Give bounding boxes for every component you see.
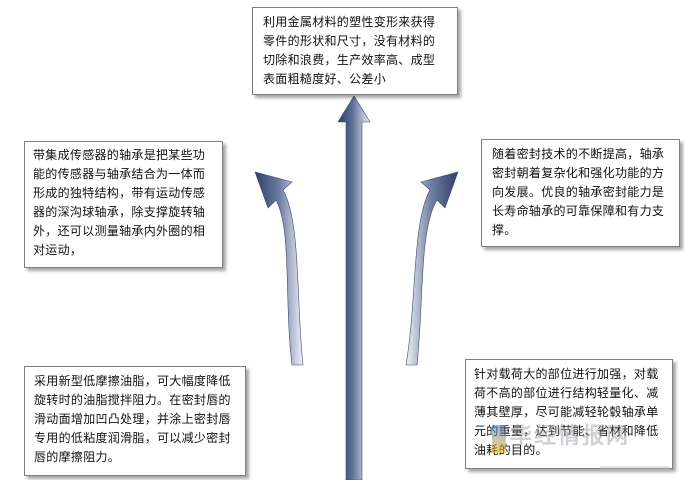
left-curved-arrow [254, 171, 304, 366]
top-text: 利用金属材料的塑性变形来获得零件的形状和尺寸，没有材料的切除和浪费，生产效率高、… [263, 15, 436, 86]
left-lower-text: 采用新型低摩擦油脂，可大幅度降低旋转时的油脂搅拌阻力。在密封唇的滑动面增加凹凸处… [34, 374, 231, 464]
top-textbox: 利用金属材料的塑性变形来获得零件的形状和尺寸，没有材料的切除和浪费，生产效率高、… [252, 7, 458, 95]
right-upper-text: 随着密封技术的不断提高，轴承密封朝着复杂化和强化功能的方向发展。优良的轴承密封能… [492, 147, 665, 237]
watermark-underline [600, 466, 670, 472]
left-upper-textbox: 带集成传感器的轴承是把某些功能的传感器与轴承结合为一体而形成的独特结构，带有运动… [24, 141, 223, 268]
watermark-logo-icon [492, 425, 506, 453]
right-upper-textbox: 随着密封技术的不断提高，轴承密封朝着复杂化和强化功能的方向发展。优良的轴承密封能… [481, 139, 680, 247]
right-curved-arrow [405, 171, 459, 366]
left-lower-textbox: 采用新型低摩擦油脂，可大幅度降低旋转时的油脂搅拌阻力。在密封唇的滑动面增加凹凸处… [24, 366, 246, 476]
center-up-arrow [337, 95, 371, 480]
left-upper-text: 带集成传感器的轴承是把某些功能的传感器与轴承结合为一体而形成的独特结构，带有运动… [33, 148, 206, 257]
right-lower-text: 针对载荷大的部位进行加强，对载荷不高的部位进行结构轻量化、减薄其壁厚，尽可能减轻… [474, 367, 659, 457]
